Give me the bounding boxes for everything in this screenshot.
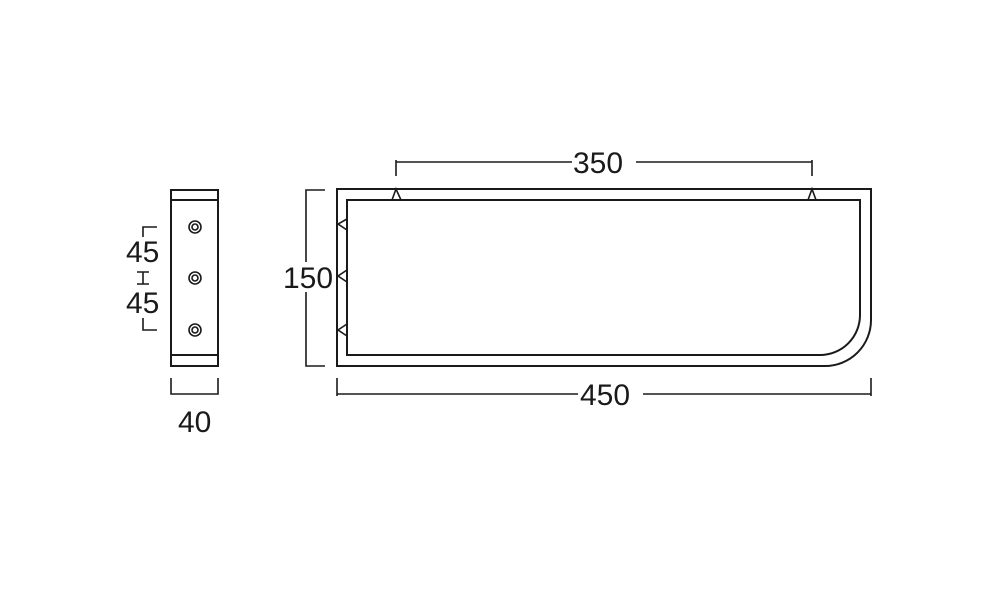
screw-hole-middle: [188, 271, 202, 285]
hole-spacing-top-label: 45: [126, 236, 159, 269]
top-bracket-tab-right: [807, 186, 817, 201]
screw-hole-top: [188, 220, 202, 234]
shelf-outer-profile: [336, 188, 872, 367]
top-bracket-tab-left: [391, 186, 402, 201]
side-bracket-tab-top: [336, 218, 348, 231]
hole-spacing-bracket-bottom: [142, 318, 157, 331]
hole-spacing-bracket-mid: [137, 271, 149, 285]
hole-spacing-bracket-top: [142, 226, 157, 237]
height-dim-line-top: [305, 189, 325, 262]
depth-label: 40: [178, 406, 211, 439]
depth-dimension-line: [170, 378, 219, 395]
height-dim-line-bottom: [305, 292, 325, 367]
height-label: 150: [283, 262, 333, 295]
front-view: 350 150 450: [283, 147, 872, 412]
side-bracket-tab-middle: [336, 269, 348, 283]
screw-hole-bottom: [188, 323, 202, 337]
shelf-inner-profile: [346, 199, 861, 356]
overall-width-label: 450: [580, 379, 630, 412]
side-view-outline: [170, 189, 219, 367]
hole-spacing-bottom-label: 45: [126, 287, 159, 320]
side-view: 45 45 40: [126, 189, 219, 439]
inner-span-label: 350: [573, 147, 623, 180]
side-bracket-tab-bottom: [336, 323, 348, 337]
